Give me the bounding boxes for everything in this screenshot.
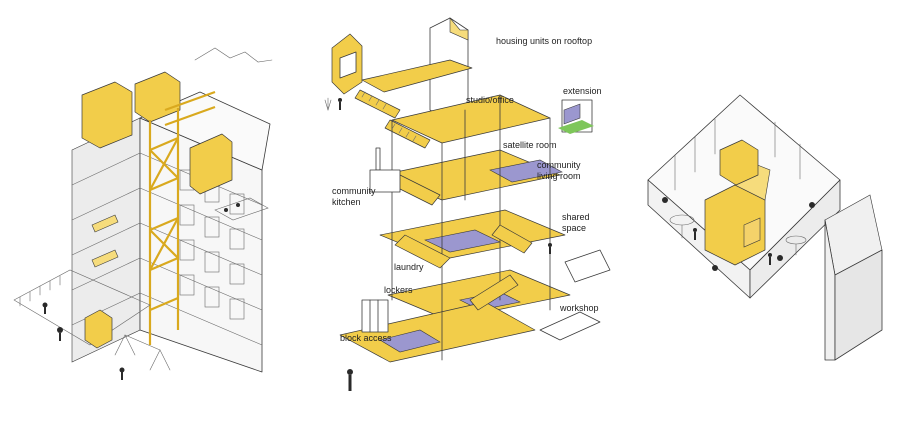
label-satellite-room: satellite room [503,140,557,150]
label-extension: extension [563,86,602,96]
section-sketch [324,17,611,391]
label-workshop: workshop [560,303,599,313]
interior-sketch [647,94,883,361]
label-block-access: block access [340,333,392,343]
interior-axonometric [620,0,900,421]
label-housing-units-on-rooftop: housing units on rooftop [496,36,593,46]
label-lockers: lockers [384,285,413,295]
label-shared-space: shared space [562,212,590,233]
building-sketch [13,47,273,380]
label-community-living-room: community living room [537,160,581,181]
label-community-kitchen: community kitchen [332,186,376,207]
section-axonometric: housing units on rooftop extension studi… [300,0,620,421]
label-laundry: laundry [394,262,424,272]
label-studio-office: studio/office [466,95,514,105]
building-axonometric [0,0,300,421]
